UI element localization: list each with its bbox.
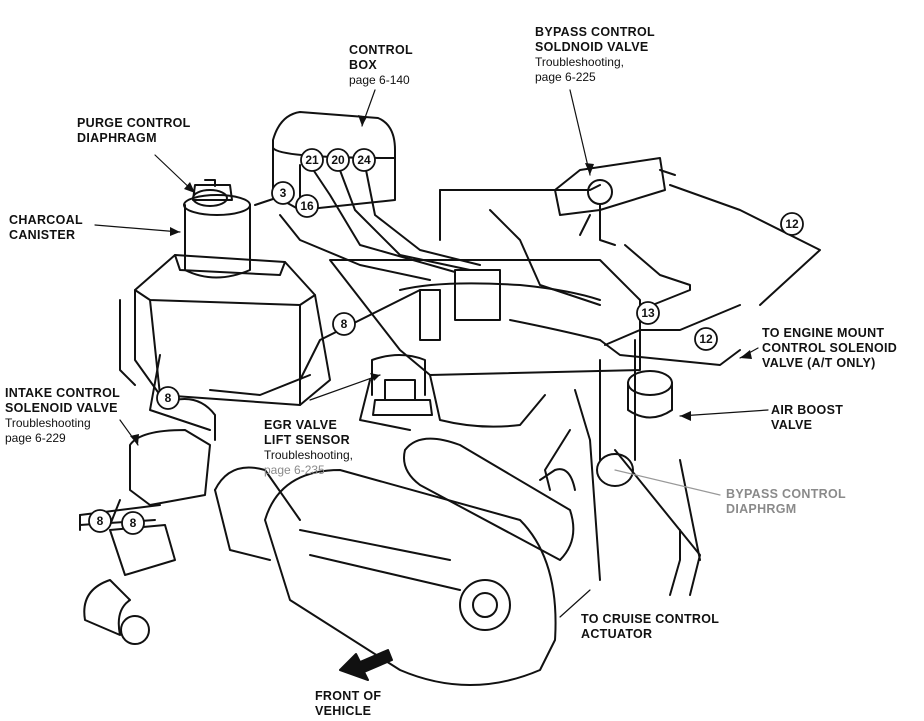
hose-number-13: [636, 301, 660, 325]
purge-control-diaphragm: [192, 179, 233, 207]
hose-label-3: 3: [280, 186, 287, 200]
intake-duct: [403, 389, 701, 581]
hose-number-24: [352, 148, 376, 172]
engine-mount-label: TO ENGINE MOUNT CONTROL SOLENOID VALVE (…: [762, 326, 898, 370]
hose-number-3: [271, 181, 295, 205]
hose-number-12-b: [694, 327, 718, 351]
hose-label-8-d: 8: [130, 516, 137, 530]
hose-label-8-c: 8: [97, 514, 104, 528]
hose-label-12-b: 12: [699, 332, 713, 346]
egr-sensor-label: EGR VALVE LIFT SENSOR Troubleshooting, p…: [264, 418, 353, 477]
hose-number-8-a: [332, 312, 356, 336]
hose-number-20: [326, 148, 350, 172]
intake-valve-label: INTAKE CONTROL SOLENOID VALVE Troublesho…: [5, 386, 121, 445]
air-cleaner: [119, 254, 331, 406]
air-boost-label: AIR BOOST VALVE: [771, 403, 844, 432]
vacuum-hoses: [79, 164, 821, 596]
purge-diaphragm-label: PURGE CONTROL DIAPHRAGM: [77, 116, 191, 145]
air-boost-valve: [627, 370, 673, 419]
hose-label-12-a: 12: [785, 217, 799, 231]
egr-valve: [371, 354, 433, 416]
hose-number-8-b: [156, 386, 180, 410]
hose-number-8-c: [88, 509, 112, 533]
hose-label-16: 16: [300, 199, 314, 213]
callout-leaders: [94, 89, 769, 618]
control-box-label: CONTROL BOX page 6-140: [349, 43, 413, 87]
hose-label-20: 20: [331, 153, 345, 167]
front-arrow: [339, 649, 393, 681]
charcoal-canister-label: CHARCOAL CANISTER: [9, 213, 83, 242]
valve-cover: [214, 466, 557, 686]
bypass-solenoid-valve: [554, 157, 676, 246]
hose-number-8-d: [121, 511, 145, 535]
bypass-diaphragm-label: BYPASS CONTROL DIAPHRGM: [726, 487, 846, 516]
hose-label-13: 13: [641, 306, 655, 320]
intake-plenum: [329, 259, 641, 428]
hose-label-21: 21: [305, 153, 319, 167]
hose-label-24: 24: [357, 153, 371, 167]
charcoal-canister: [183, 194, 251, 279]
hose-number-12-a: [780, 212, 804, 236]
hose-number-16: [295, 194, 319, 218]
hose-label-8-a: 8: [341, 317, 348, 331]
cruise-actuator-label: TO CRUISE CONTROL ACTUATOR: [581, 612, 720, 641]
bypass-valve-label: BYPASS CONTROL SOLDNOID VALVE Troublesho…: [535, 25, 655, 84]
hose-label-8-b: 8: [165, 391, 172, 405]
hose-number-21: [300, 148, 324, 172]
bypass-control-diaphragm: [596, 339, 636, 487]
front-of-vehicle-label: FRONT OF VEHICLE: [315, 689, 382, 718]
